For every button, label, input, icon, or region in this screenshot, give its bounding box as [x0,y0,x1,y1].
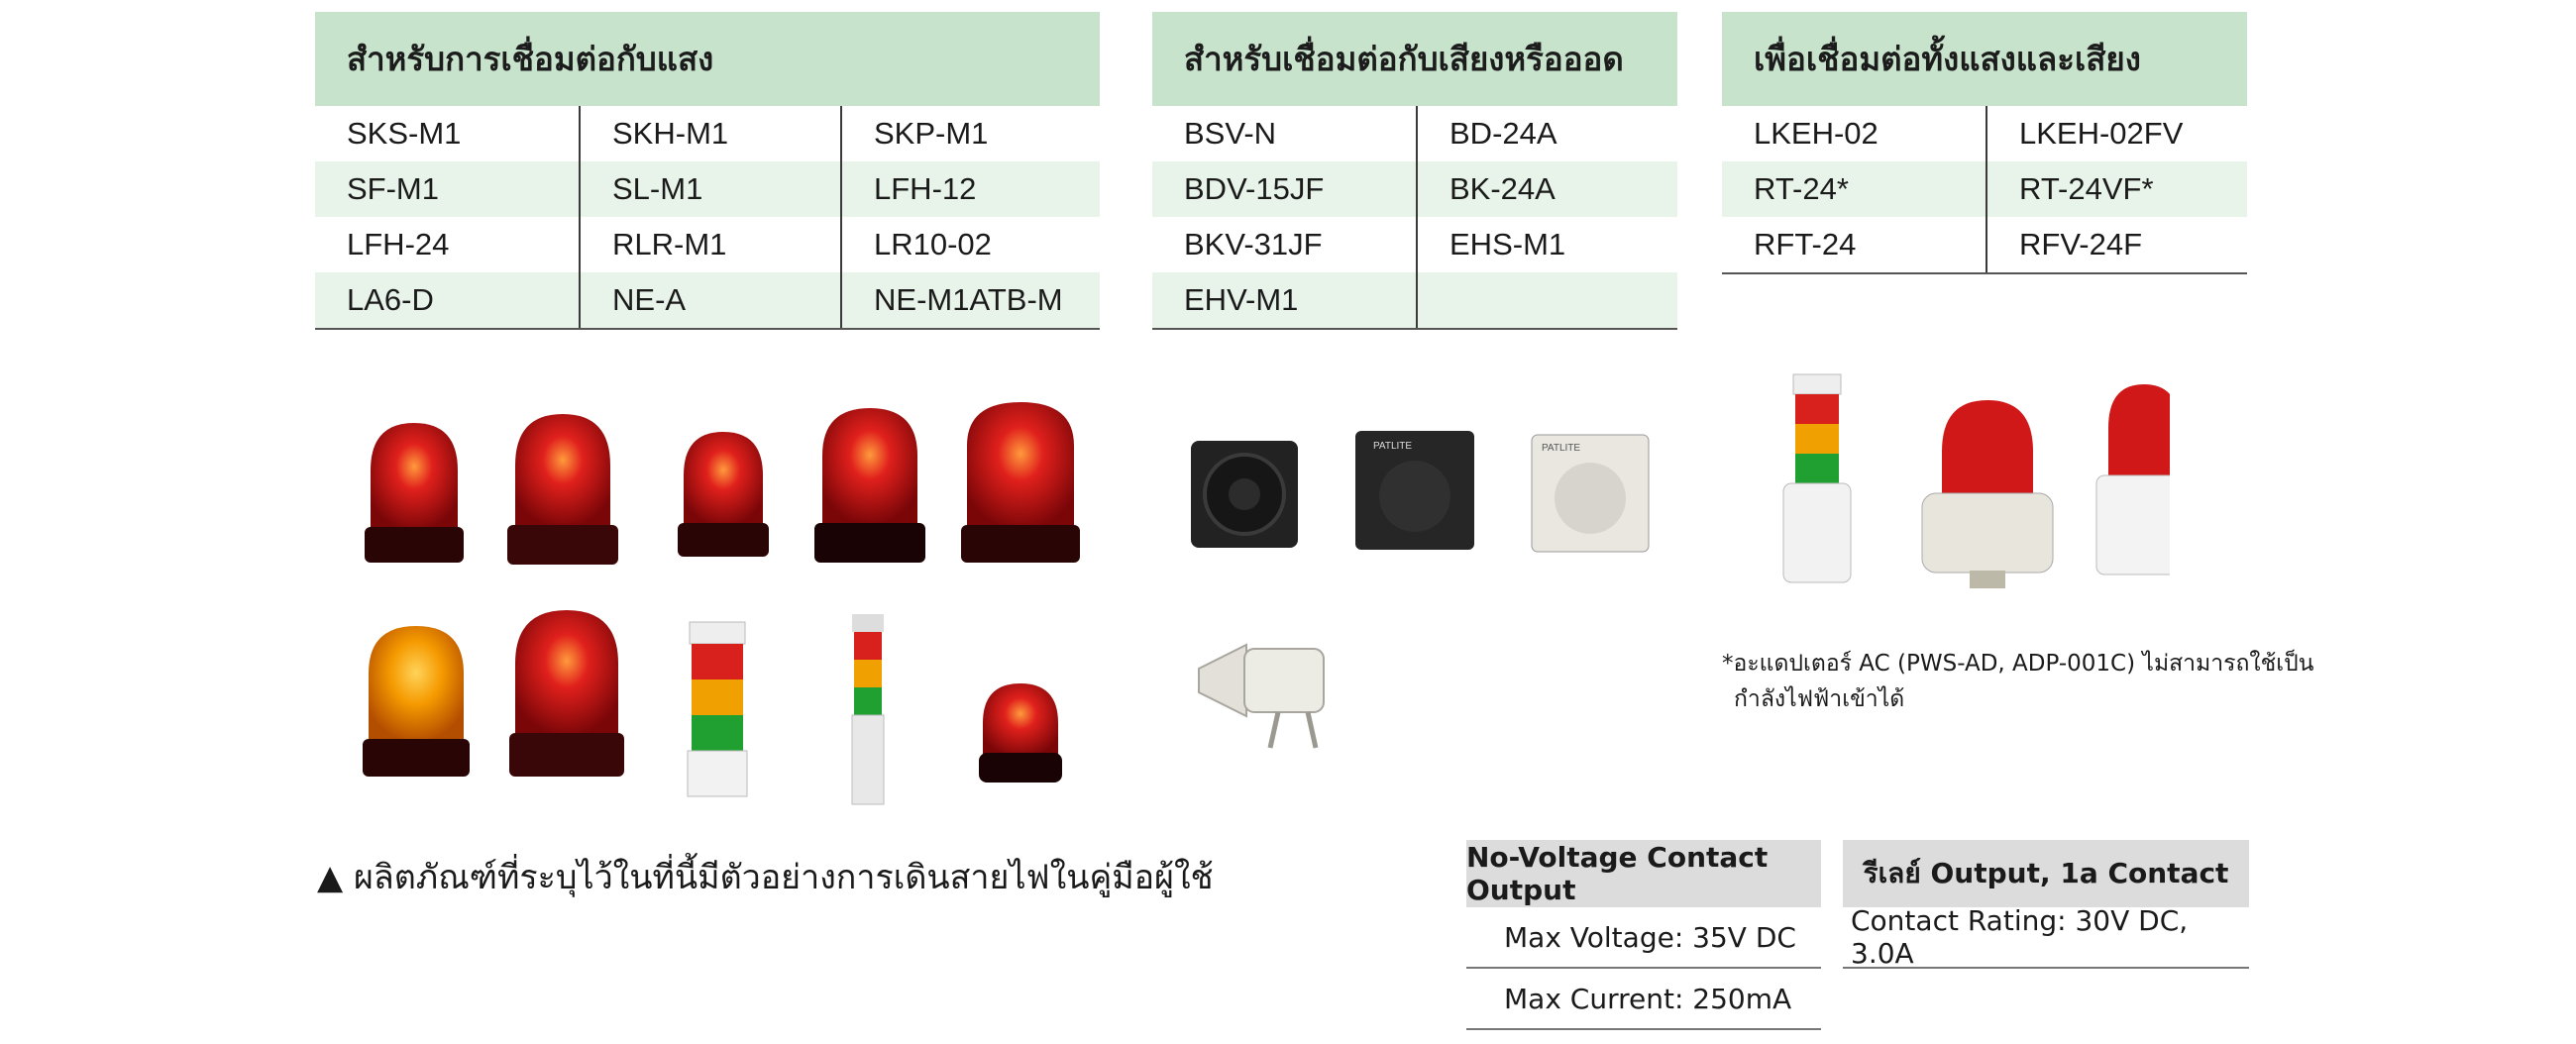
adapter-note-line2: กำลังไฟฟ้าเข้าได้ [1734,686,1905,712]
table-cell: SKS-M1 [347,116,462,151]
sound-table-header: สำหรับเชื่อมต่อกับเสียงหรือออด [1152,12,1677,106]
table-bottom-rule [1722,272,2247,274]
table-cell: RLR-M1 [579,217,840,272]
table-cell: LFH-24 [347,227,450,261]
no-voltage-contact-spec: No-Voltage Contact Output Max Voltage: 3… [1466,840,1821,1030]
beacon-rlr-icon [509,610,624,777]
relay-contact-spec: รีเลย์ Output, 1a Contact Contact Rating… [1843,840,2249,970]
table-cell: RT-24VF* [1986,161,2247,217]
buzzer-bd-icon: PATLITE [1355,431,1474,550]
beacon-amber-icon [363,626,470,777]
spec-header: รีเลย์ Output, 1a Contact [1843,840,2249,907]
table-cell: NE-M1ATB-M [840,272,1100,328]
sound-connection-table: สำหรับเชื่อมต่อกับเสียงหรือออด BSV-N BD-… [1152,12,1677,330]
rft-rotating-speaker-icon [2095,384,2170,575]
table-row: SF-M1 SL-M1 LFH-12 [315,161,1100,217]
buzzer-ehs-icon: PATLITE [1531,434,1650,553]
spec-line: Max Voltage: 35V DC [1466,907,1821,969]
light-connection-table: สำหรับการเชื่อมต่อกับแสง SKS-M1 SKH-M1 S… [315,12,1100,330]
table-row: BDV-15JF BK-24A [1152,161,1677,217]
table-cell: NE-A [579,272,840,328]
table-cell: LA6-D [347,282,434,317]
table-cell: BD-24A [1416,106,1677,161]
table-cell: LFH-12 [840,161,1100,217]
signal-beacon-images [363,402,1080,805]
table-bottom-rule [315,328,1100,330]
table-row: BSV-N BD-24A [1152,106,1677,161]
table-cell: RFV-24F [1986,217,2247,272]
table-cell: RFT-24 [1754,227,1857,261]
table-row: BKV-31JF EHS-M1 [1152,217,1677,272]
table-cell: EHV-M1 [1184,282,1299,317]
table-cell [1416,272,1677,328]
beacon-ne-icon [979,683,1062,783]
buzzer-images: PATLITE PATLITE [1191,431,1650,749]
table-cell: SKP-M1 [840,106,1100,161]
light-sound-unit-images [1782,373,2170,588]
table-row: SKS-M1 SKH-M1 SKP-M1 [315,106,1100,161]
table-cell: SL-M1 [579,161,840,217]
table-row: LKEH-02 LKEH-02FV [1722,106,2247,161]
table-cell: BK-24A [1416,161,1677,217]
beacon-skh-icon [507,414,618,565]
svg-text:PATLITE: PATLITE [1373,441,1412,452]
beacon-sks-icon [365,423,464,563]
table-cell: EHS-M1 [1416,217,1677,272]
table-bottom-rule [1152,328,1677,330]
buzzer-bsv-icon [1191,441,1298,548]
svg-text:PATLITE: PATLITE [1542,443,1580,454]
table-row: LFH-24 RLR-M1 LR10-02 [315,217,1100,272]
lkeh-tower-speaker-icon [1782,373,1852,583]
table-cell: BKV-31JF [1184,227,1323,261]
slim-tower-light-icon [851,614,885,805]
spec-line: Max Current: 250mA [1466,969,1821,1030]
table-row: RT-24* RT-24VF* [1722,161,2247,217]
table-cell: LKEH-02 [1754,116,1878,151]
table-cell: LKEH-02FV [1986,106,2247,161]
table-cell: BDV-15JF [1184,171,1325,206]
spec-line: Contact Rating: 30V DC, 3.0A [1843,904,2249,970]
tower-light-icon [687,621,748,797]
table-row: LA6-D NE-A NE-M1ATB-M [315,272,1100,328]
light-sound-connection-table: เพื่อเชื่อมต่อทั้งแสงและเสียง LKEH-02 LK… [1722,12,2247,274]
table-row: EHV-M1 [1152,272,1677,328]
table-cell: RT-24* [1754,171,1849,206]
rt-rotating-speaker-icon [1921,400,2054,588]
beacon-skp-icon [678,432,769,557]
table-cell: LR10-02 [840,217,1100,272]
adapter-note-line1: *อะแดปเตอร์ AC (PWS-AD, ADP-001C) ไม่สาม… [1722,651,2314,677]
both-table-header: เพื่อเชื่อมต่อทั้งแสงและเสียง [1722,12,2247,106]
table-row: RFT-24 RFV-24F [1722,217,2247,272]
light-table-header: สำหรับการเชื่อมต่อกับแสง [315,12,1100,106]
manual-wiring-note: ▲ ผลิตภัณฑ์ที่ระบุไว้ในที่นี้มีตัวอย่างก… [317,858,1214,897]
table-cell: BSV-N [1184,116,1277,151]
table-cell: SKH-M1 [579,106,840,161]
beacon-sl-icon [961,402,1080,563]
beacon-sf-icon [814,408,925,563]
table-cell: SF-M1 [347,171,439,206]
spec-header: No-Voltage Contact Output [1466,840,1821,907]
horn-speaker-icon [1198,643,1325,749]
